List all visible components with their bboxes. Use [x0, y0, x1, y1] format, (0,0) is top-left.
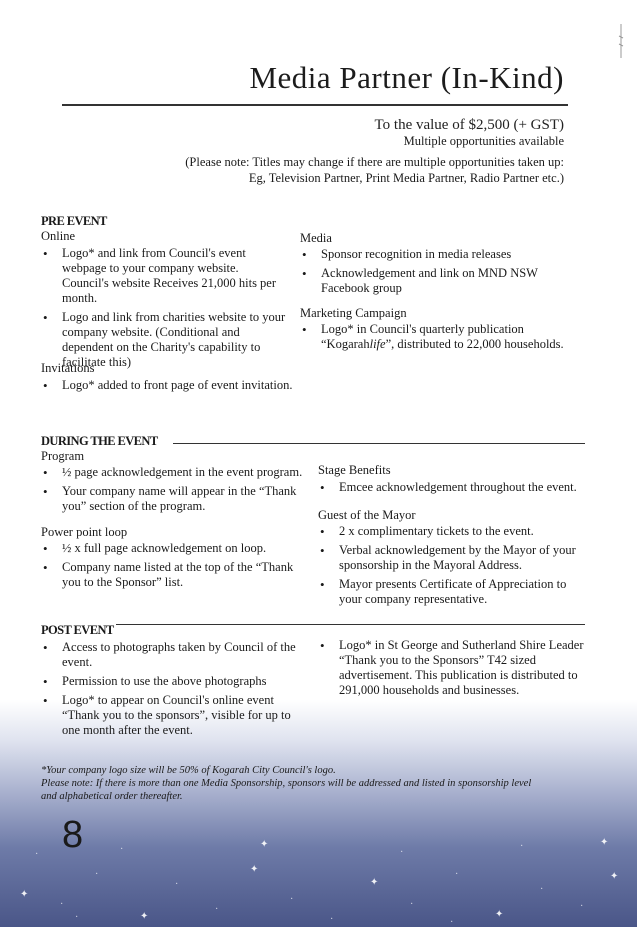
list-item: Access to photographs taken by Council o… [41, 640, 303, 670]
star-icon: · [60, 899, 64, 910]
stage-benefits-label: Stage Benefits [318, 463, 391, 477]
list-item: 2 x complimentary tickets to the event. [318, 524, 583, 539]
post-event-heading: POST EVENT [41, 623, 114, 637]
list-item: Verbal acknowledgement by the Mayor of y… [318, 543, 583, 573]
post-event-rule [116, 624, 585, 625]
online-label: Online [41, 229, 76, 243]
star-icon: · [75, 912, 79, 923]
guest-of-mayor-label: Guest of the Mayor [318, 508, 416, 522]
star-icon: ✦ [250, 864, 259, 875]
star-icon: · [120, 844, 124, 855]
stage-benefits-list: Emcee acknowledgement throughout the eve… [318, 480, 583, 499]
invitations-label: Invitations [41, 361, 95, 375]
list-item: Emcee acknowledgement throughout the eve… [318, 480, 583, 495]
star-icon: ✦ [260, 839, 269, 850]
star-icon: · [450, 917, 454, 928]
star-icon: · [215, 904, 219, 915]
post-event-right-list: Logo* in St George and Sutherland Shire … [318, 638, 586, 702]
star-icon: ✦ [610, 871, 619, 882]
star-icon: ✦ [600, 837, 609, 848]
guest-of-mayor-list: 2 x complimentary tickets to the event. … [318, 524, 583, 611]
star-icon: ✦ [20, 889, 29, 900]
list-item: Mayor presents Certificate of Appreciati… [318, 577, 583, 607]
during-event-heading: DURING THE EVENT [41, 434, 158, 448]
logo-size-footnote: *Your company logo size will be 50% of K… [41, 765, 336, 776]
star-icon: ✦ [370, 877, 379, 888]
page-title: Media Partner (In-Kind) [249, 60, 564, 95]
star-icon: · [520, 841, 524, 852]
star-icon: · [580, 901, 584, 912]
powerpoint-list: ½ x full page acknowledgement on loop. C… [41, 541, 296, 594]
list-item: Logo* and link from Council's event webp… [41, 246, 293, 306]
title-divider [62, 104, 568, 106]
sponsorship-order-footnote: Please note: If there is more than one M… [41, 778, 532, 789]
media-list: Sponsor recognition in media releases Ac… [300, 247, 560, 300]
during-event-rule [173, 443, 585, 444]
titles-note-line1: (Please note: Titles may change if there… [185, 155, 564, 169]
star-icon: · [455, 869, 459, 880]
star-icon: · [410, 899, 414, 910]
list-item: Acknowledgement and link on MND NSW Face… [300, 266, 560, 296]
star-icon: · [35, 849, 39, 860]
list-item: Logo* in St George and Sutherland Shire … [318, 638, 586, 698]
star-icon: ✦ [140, 911, 149, 922]
sponsorship-order-footnote-cont: and alphabetical order thereafter. [41, 791, 183, 802]
list-item: Permission to use the above photographs [41, 674, 303, 689]
list-item: Logo* added to front page of event invit… [41, 378, 301, 393]
multiple-opportunities: Multiple opportunities available [403, 134, 564, 148]
list-item: Logo* to appear on Council's online even… [41, 693, 303, 738]
post-event-left-list: Access to photographs taken by Council o… [41, 640, 303, 742]
program-label: Program [41, 449, 85, 463]
list-item: Sponsor recognition in media releases [300, 247, 560, 262]
star-icon: · [330, 914, 334, 925]
powerpoint-label: Power point loop [41, 525, 128, 539]
list-item: Logo* in Council's quarterly publication… [300, 322, 580, 352]
list-item: ½ page acknowledgement in the event prog… [41, 465, 306, 480]
corner-mark-icon [618, 24, 624, 58]
list-item: Logo and link from charities website to … [41, 310, 293, 370]
marketing-list: Logo* in Council's quarterly publication… [300, 322, 580, 356]
pre-event-heading: PRE EVENT [41, 214, 107, 228]
star-icon: ✦ [495, 909, 504, 920]
program-list: ½ page acknowledgement in the event prog… [41, 465, 306, 518]
star-icon: · [540, 884, 544, 895]
invitations-list: Logo* added to front page of event invit… [41, 378, 301, 397]
star-icon: · [290, 894, 294, 905]
titles-note-line2: Eg, Television Partner, Print Media Part… [248, 171, 564, 185]
media-label: Media [300, 231, 332, 245]
marketing-label: Marketing Campaign [300, 306, 407, 320]
star-icon: · [175, 879, 179, 890]
list-item: Your company name will appear in the “Th… [41, 484, 306, 514]
star-icon: · [400, 847, 404, 858]
online-list: Logo* and link from Council's event webp… [41, 246, 293, 374]
list-item: Company name listed at the top of the “T… [41, 560, 296, 590]
star-icon: · [95, 869, 99, 880]
value-line: To the value of $2,500 (+ GST) [374, 117, 564, 133]
list-item: ½ x full page acknowledgement on loop. [41, 541, 296, 556]
page-number: 8 [62, 814, 84, 856]
